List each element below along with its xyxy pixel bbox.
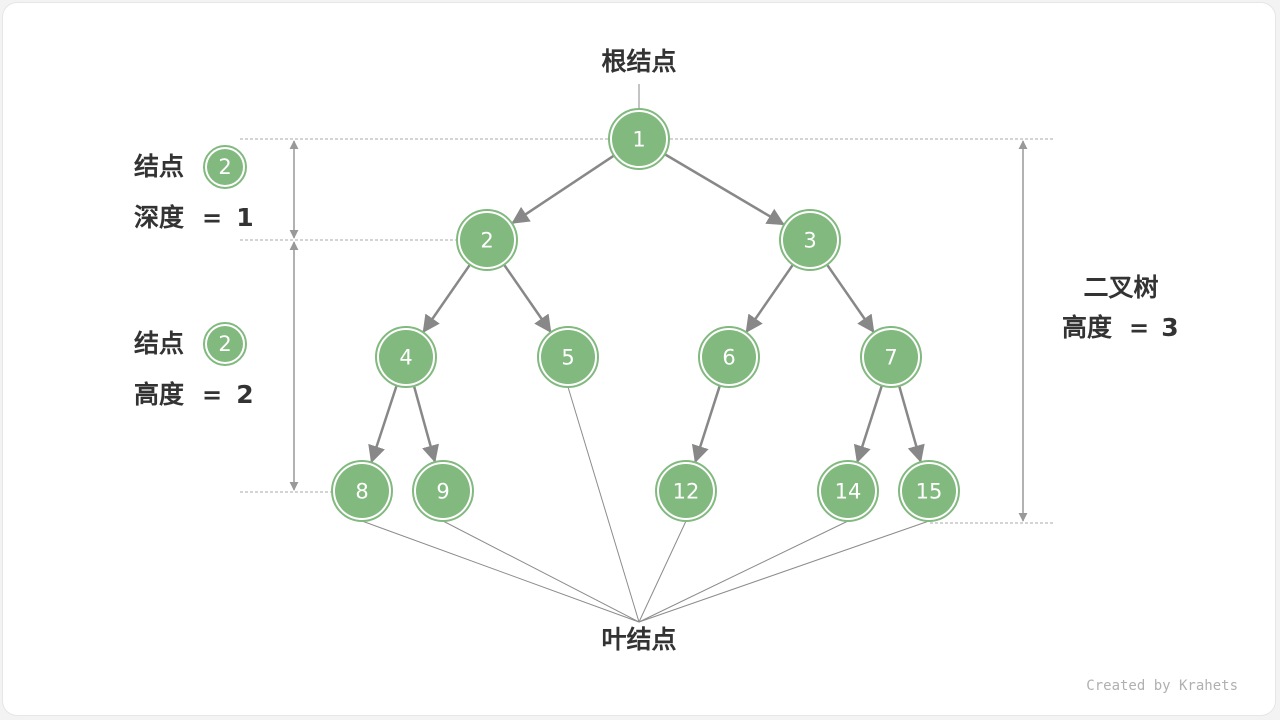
height-legend-node: 2 (203, 322, 247, 366)
tree-node-1: 1 (608, 108, 670, 170)
tree-node-label: 7 (884, 346, 897, 370)
edge-n1-n3 (664, 153, 785, 226)
credit-text: Created by Krahets (1086, 678, 1238, 694)
edge-n6-n12 (691, 385, 722, 464)
tree-node-label: 5 (561, 346, 574, 370)
height-word: 高度 (134, 380, 184, 409)
depth-legend-node: 2 (203, 145, 247, 189)
depth-value: 1 (236, 203, 253, 232)
edge-n2-n5 (503, 263, 552, 333)
tree-node-6: 6 (698, 326, 760, 388)
height-equals: = (202, 381, 222, 409)
edge-n3-n6 (745, 263, 794, 333)
height-legend-node-word: 结点 (134, 329, 184, 358)
tree-node-7: 7 (860, 326, 922, 388)
tree-node-label: 1 (632, 128, 645, 152)
height-legend-node-label: 2 (218, 332, 231, 356)
leaf-pointer-n12 (638, 520, 687, 623)
tree-node-label: 3 (803, 229, 816, 253)
tree-node-2: 2 (456, 209, 518, 271)
depth-legend-node-label: 2 (218, 155, 231, 179)
depth-legend-node-word: 结点 (134, 152, 184, 181)
leaf-label: 叶结点 (601, 625, 676, 654)
edge-n7-n14 (853, 385, 884, 464)
depth-equals: = (202, 204, 222, 232)
leaf-pointer-n9 (442, 520, 640, 623)
edge-n3-n7 (826, 263, 875, 333)
tree-node-label: 8 (355, 480, 368, 504)
edge-n4-n9 (412, 385, 439, 463)
leaf-pointer-n5 (567, 386, 640, 623)
tree-node-5: 5 (537, 326, 599, 388)
tree-node-3: 3 (779, 209, 841, 271)
tree-node-label: 9 (436, 480, 449, 504)
guide-lines (240, 138, 1055, 524)
tree-node-label: 2 (480, 229, 493, 253)
leaf-pointer-n15 (638, 520, 930, 623)
tree-node-14: 14 (817, 460, 879, 522)
tree-height-word: 高度 (1062, 313, 1112, 342)
tree-node-label: 4 (399, 346, 412, 370)
tree-node-15: 15 (898, 460, 960, 522)
tree-height-equals: = (1129, 314, 1149, 342)
tree-node-8: 8 (331, 460, 393, 522)
edge-n4-n8 (368, 385, 398, 464)
leaf-pointer-n14 (638, 520, 849, 623)
edge-n2-n4 (422, 263, 471, 333)
tree-node-9: 9 (412, 460, 474, 522)
tree-node-label: 15 (916, 480, 943, 504)
tree-node-label: 6 (722, 346, 735, 370)
tree-title: 二叉树 (1083, 273, 1158, 302)
tree-node-label: 14 (835, 480, 862, 504)
leaf-pointer-lines (361, 386, 930, 623)
height-value: 2 (236, 380, 253, 409)
depth-word: 深度 (134, 203, 184, 232)
edge-n1-n2 (511, 154, 615, 224)
root-label: 根结点 (601, 47, 676, 76)
tree-node-4: 4 (375, 326, 437, 388)
leaf-pointer-n8 (361, 520, 640, 623)
tree-node-12: 12 (655, 460, 717, 522)
tree-edges (368, 153, 925, 464)
edge-n7-n15 (897, 385, 925, 463)
tree-node-label: 12 (673, 480, 700, 504)
tree-height-value: 3 (1161, 313, 1178, 342)
